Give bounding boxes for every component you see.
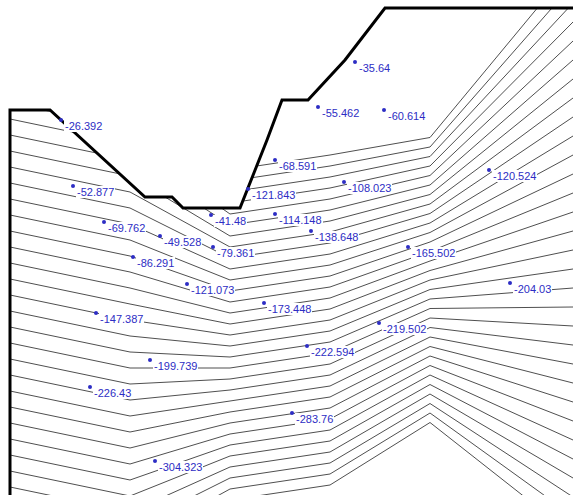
elevation-label: -283.76 xyxy=(295,413,334,425)
survey-dot xyxy=(88,385,92,389)
elevation-label: -52.877 xyxy=(76,186,115,198)
elevation-label: -121.073 xyxy=(190,284,235,296)
elevation-label: -26.392 xyxy=(64,120,103,132)
contour-line xyxy=(10,98,573,247)
contour-line xyxy=(10,193,573,302)
contour-line xyxy=(10,3,573,192)
survey-dot xyxy=(406,245,410,249)
elevation-label: -114.148 xyxy=(278,214,323,226)
survey-dot xyxy=(487,168,491,172)
survey-dot xyxy=(305,344,309,348)
survey-dot xyxy=(309,229,313,233)
elevation-label: -121.843 xyxy=(251,189,296,201)
survey-dot xyxy=(342,180,346,184)
contour-line xyxy=(10,307,573,368)
survey-dot xyxy=(94,311,98,315)
elevation-label: -138.648 xyxy=(314,231,359,243)
elevation-label: -304.323 xyxy=(158,461,203,473)
survey-dot xyxy=(353,60,357,64)
survey-dot xyxy=(377,321,381,325)
survey-dot xyxy=(209,213,213,217)
elevation-label: -68.591 xyxy=(278,160,317,172)
contour-line xyxy=(10,413,573,495)
pit-boundary xyxy=(10,8,573,495)
elevation-label: -49.528 xyxy=(163,236,202,248)
survey-dot xyxy=(153,459,157,463)
contour-line xyxy=(10,79,573,236)
survey-dot xyxy=(508,281,512,285)
elevation-label: -199.739 xyxy=(153,360,198,372)
survey-dot xyxy=(71,184,75,188)
contour-line xyxy=(10,288,573,357)
elevation-label: -86.291 xyxy=(136,257,175,269)
survey-dot xyxy=(185,282,189,286)
contour-line xyxy=(10,231,573,324)
survey-dot xyxy=(131,255,135,259)
elevation-label: -108.023 xyxy=(347,182,392,194)
elevation-label: -69.762 xyxy=(107,222,146,234)
survey-dot xyxy=(59,118,63,122)
elevation-label: -204.03 xyxy=(513,283,552,295)
elevation-label: -35.64 xyxy=(358,62,391,74)
survey-points xyxy=(59,60,512,463)
elevation-label: -173.448 xyxy=(267,303,312,315)
contour-line xyxy=(10,0,573,181)
elevation-label: -79.361 xyxy=(216,247,255,259)
survey-dot xyxy=(316,105,320,109)
contour-line xyxy=(10,0,573,170)
contour-line xyxy=(10,404,573,495)
elevation-label: -147.387 xyxy=(99,313,144,325)
contour-line xyxy=(10,212,573,313)
contour-line xyxy=(10,423,573,495)
elevation-label: -41.48 xyxy=(214,215,247,227)
contour-line xyxy=(10,136,573,269)
contour-line xyxy=(10,385,573,495)
elevation-label: -55.462 xyxy=(321,107,360,119)
elevation-label: -120.524 xyxy=(492,170,537,182)
survey-dot xyxy=(158,234,162,238)
contour-lines xyxy=(10,0,573,495)
elevation-label: -222.594 xyxy=(310,346,355,358)
elevation-label: -219.502 xyxy=(382,323,427,335)
survey-dot xyxy=(262,301,266,305)
contour-line xyxy=(10,22,573,203)
contour-line xyxy=(10,337,573,416)
elevation-label: -226.43 xyxy=(93,387,132,399)
contour-line xyxy=(10,328,573,401)
survey-dot xyxy=(290,411,294,415)
survey-dot xyxy=(273,212,277,216)
survey-dot xyxy=(273,158,277,162)
survey-dot xyxy=(148,358,152,362)
elevation-label: -60.614 xyxy=(387,110,426,122)
survey-dot xyxy=(102,220,106,224)
contour-line xyxy=(10,174,573,291)
contour-line xyxy=(10,155,573,280)
survey-dot xyxy=(246,187,250,191)
contour-line xyxy=(10,41,573,214)
contour-line xyxy=(10,347,573,433)
survey-dot xyxy=(382,108,386,112)
elevation-label: -165.502 xyxy=(411,247,456,259)
survey-dot xyxy=(211,245,215,249)
contour-line xyxy=(10,318,573,384)
contour-line xyxy=(10,375,573,480)
contour-line xyxy=(10,250,573,335)
